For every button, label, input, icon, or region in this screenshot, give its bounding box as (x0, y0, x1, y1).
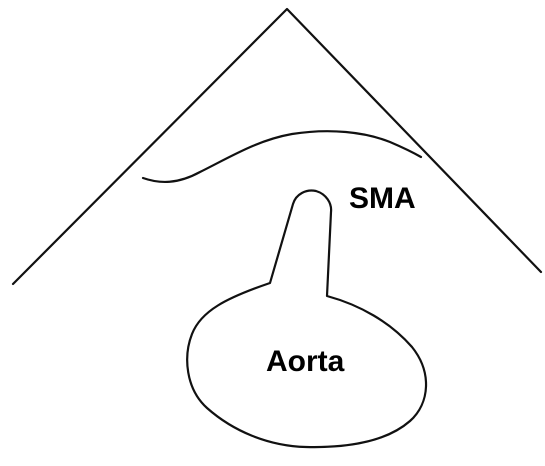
aorta-outline (186, 189, 428, 449)
aorta-label: Aorta (266, 345, 345, 378)
ultrasound-sector-outline (11, 7, 543, 286)
vessel-wall-curve (141, 130, 423, 184)
sma-label: SMA (349, 182, 416, 215)
